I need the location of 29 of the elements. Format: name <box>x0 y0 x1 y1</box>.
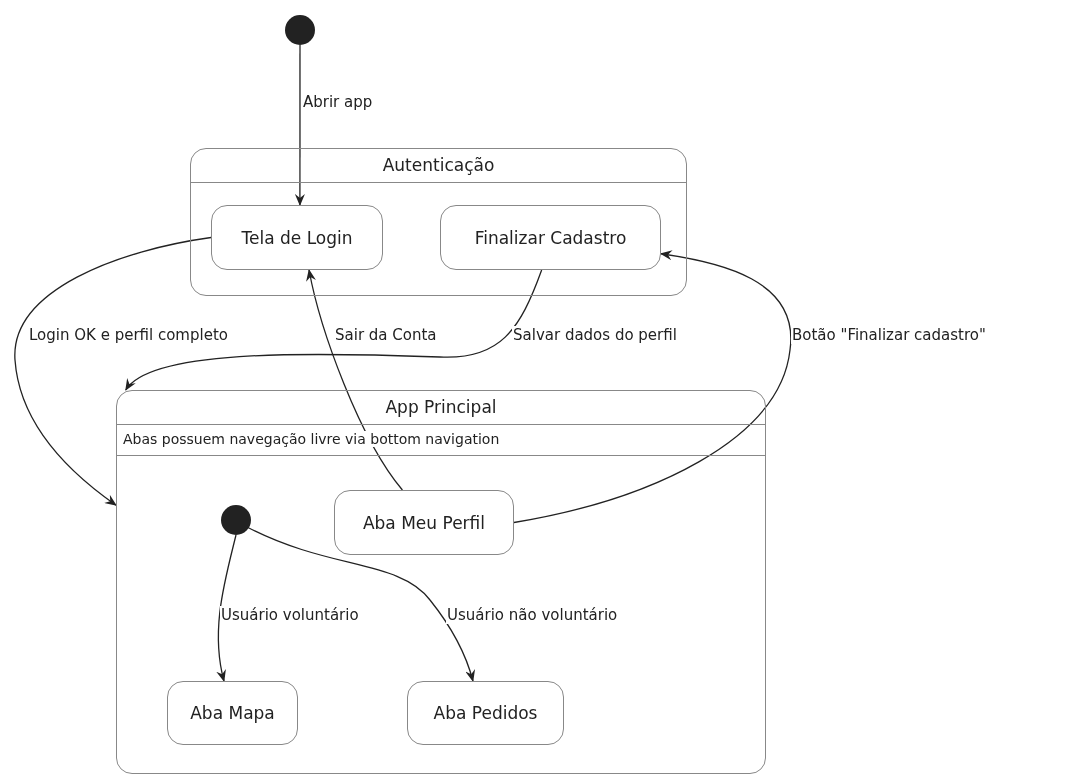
transition-arrow <box>125 269 543 391</box>
state-box <box>167 681 298 745</box>
state-label: Finalizar Cadastro <box>474 227 627 248</box>
state-label: Tela de Login <box>241 227 353 248</box>
state-box <box>334 490 514 555</box>
transition-arrow <box>306 269 404 491</box>
edge-label: Login OK e perfil completo <box>28 326 229 344</box>
edge-label: Abrir app <box>302 93 374 111</box>
transition-arrow <box>216 534 237 682</box>
edge-label: Usuário não voluntário <box>446 606 619 624</box>
state-label: Aba Meu Perfil <box>362 512 486 533</box>
composite-state-box <box>116 390 766 774</box>
state-description: Abas possuem navegação livre via bottom navigation <box>123 431 500 447</box>
transition-arrow <box>513 250 792 524</box>
state-label: Aba Pedidos <box>433 703 538 723</box>
transition-arrow <box>294 44 305 206</box>
edge-label: Botão "Finalizar cadastro" <box>791 326 987 344</box>
transition-arrow <box>247 526 475 682</box>
composite-state-box <box>190 148 687 296</box>
state-box <box>211 205 383 270</box>
state-box <box>407 681 564 745</box>
state-box <box>440 205 661 270</box>
state-title: Autenticação <box>382 155 495 175</box>
start-state-circle <box>285 15 315 45</box>
transition-arrow <box>14 236 212 506</box>
state-label: Aba Mapa <box>190 703 275 723</box>
state-title: App Principal <box>385 397 497 417</box>
start-state-circle <box>221 505 251 535</box>
edge-label: Salvar dados do perfil <box>512 326 678 344</box>
